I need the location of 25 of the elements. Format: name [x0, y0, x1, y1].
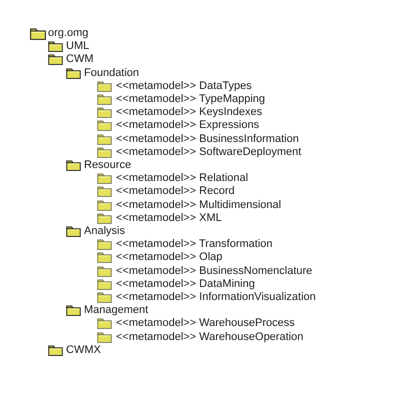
folder-label: UML: [66, 40, 90, 54]
folder-label: <<metamodel>> SoftwareDeployment: [116, 146, 302, 159]
folder-label: <<metamodel>> Record: [116, 185, 235, 198]
folder-label: <<metamodel>> DataMining: [116, 278, 255, 291]
folder-label: Management: [84, 304, 148, 318]
folder-label: Resource: [84, 159, 132, 172]
folder-label: <<metamodel>> Relational: [116, 172, 248, 186]
folder-label: <<metamodel>> XML: [116, 212, 222, 225]
folder-label: org.omg: [48, 27, 88, 40]
folder-label: <<metamodel>> TypeMapping: [116, 93, 266, 106]
folder-label: CWM: [66, 53, 94, 66]
folder-label: <<metamodel>> BusinessInformation: [116, 132, 299, 146]
folder-label: Foundation: [84, 66, 140, 80]
folder-label: <<metamodel>> Olap: [116, 251, 222, 264]
folder-label: <<metamodel>> KeysIndexes: [116, 106, 262, 120]
folder-label: <<metamodel>> Transformation: [116, 238, 273, 252]
folder-label: <<metamodel>> Multidimensional: [116, 198, 282, 212]
folder-label: <<metamodel>> WarehouseProcess: [116, 317, 295, 330]
folder-label: <<metamodel>> InformationVisualization: [116, 291, 316, 304]
folder-label: <<metamodel>> DataTypes: [116, 80, 252, 93]
folder-label: <<metamodel>> WarehouseOperation: [116, 330, 304, 344]
folder-label: Analysis: [84, 225, 125, 238]
folder-label: <<metamodel>> Expressions: [116, 119, 260, 132]
folder-label: <<metamodel>> BusinessNomenclature: [116, 264, 312, 278]
folder-label: CWMX: [66, 344, 101, 357]
